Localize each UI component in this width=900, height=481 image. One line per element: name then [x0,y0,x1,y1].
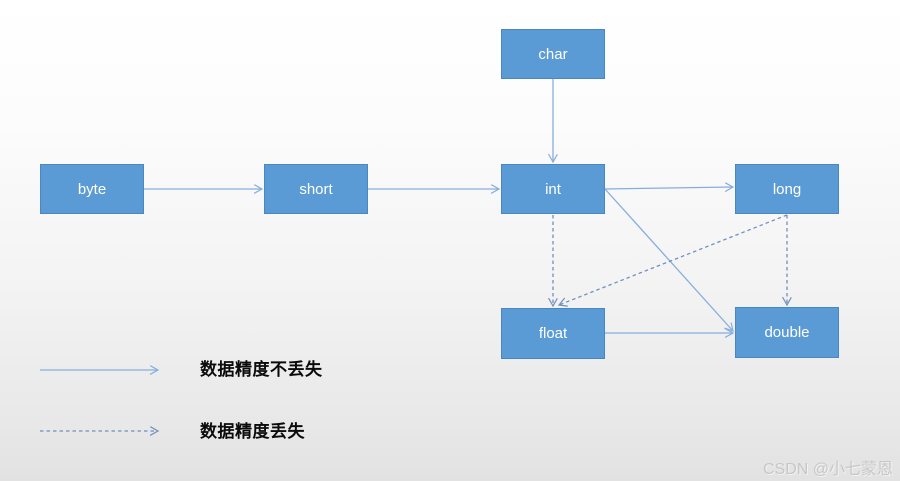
node-char: char [501,29,605,79]
legend-solid-label: 数据精度不丢失 [200,360,323,379]
edge-int-to-long [604,187,733,189]
edge-long-to-float [559,214,788,305]
node-short: short [264,164,368,214]
node-int: int [501,164,605,214]
csdn-watermark: CSDN @小七蒙恩 [762,461,893,478]
legend-dashed-label: 数据精度丢失 [200,422,305,441]
node-byte: byte [40,164,144,214]
node-double: double [735,307,839,358]
node-long: long [735,164,839,214]
node-float: float [501,308,605,359]
edge-int-to-double [604,188,733,331]
